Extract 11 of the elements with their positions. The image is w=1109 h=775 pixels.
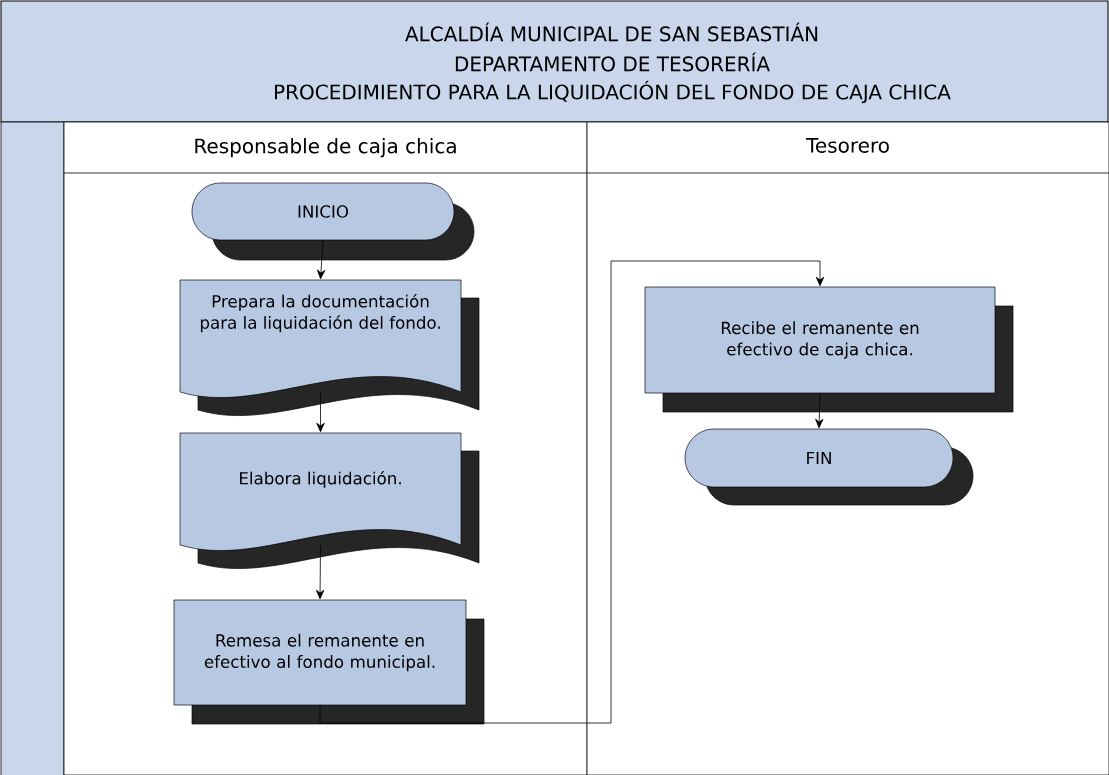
arrow bbox=[319, 260, 825, 724]
arrow bbox=[315, 544, 325, 600]
arrow bbox=[316, 391, 325, 433]
title: ALCALDÍA MUNICIPAL DE SAN SEBASTIÁN bbox=[405, 22, 818, 42]
node-label: Responsable de caja chica bbox=[195, 138, 456, 158]
process-box: Recibe el remanente en efectivo de caja chica. bbox=[644, 286, 1014, 413]
subtitle: PROCEDIMIENTO PARA LA LIQUIDACIÓN DEL FONDO DE CAJA CHICA bbox=[275, 80, 951, 104]
arrow bbox=[317, 239, 326, 280]
arrow bbox=[815, 392, 824, 429]
subtitle: DEPARTAMENTO DE TESORERÍA bbox=[455, 52, 770, 72]
process-box: Remesa el remanente en efectivo al fondo municipal. bbox=[173, 599, 485, 725]
